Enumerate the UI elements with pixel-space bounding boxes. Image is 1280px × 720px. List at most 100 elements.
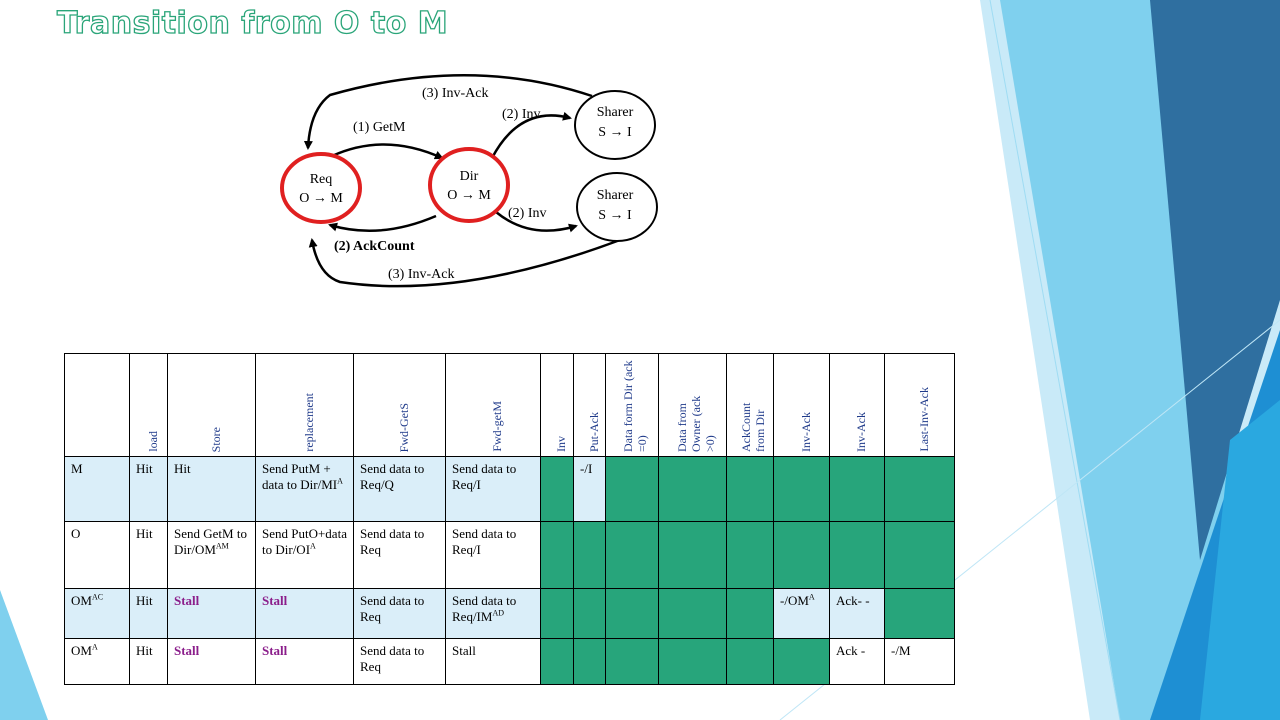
ackcount-cell [726, 521, 774, 589]
replacement-cell: Send PutM + data to Dir/MIA [255, 456, 354, 522]
inv-ack-2-cell [829, 521, 885, 589]
last-inv-ack-cell: -/M [884, 638, 955, 685]
node-dir-state: O → M [447, 188, 491, 203]
fwd-gets-cell: Send data to Req [353, 521, 446, 589]
load-cell: Hit [129, 588, 168, 639]
inv-cell [540, 456, 574, 522]
node-sharer-bottom-state: S → I [598, 208, 632, 223]
table-row: OMAC Hit Stall Stall Send data to Req Se… [64, 588, 955, 639]
node-dir-name: Dir [460, 169, 479, 184]
column-header: Inv-Ack [773, 353, 830, 457]
column-header: replacement [255, 353, 354, 457]
edge-label-inv-bottom: (2) Inv [508, 206, 547, 221]
store-cell: Stall [167, 638, 256, 685]
data-owner-cell [658, 521, 727, 589]
node-req-name: Req [310, 172, 333, 187]
data-dir-cell [605, 521, 659, 589]
protocol-table: load Store replacement Fwd-GetS Fwd-getM… [64, 353, 955, 685]
node-sharer-bottom [576, 172, 658, 242]
bg-shape-steel [1150, 0, 1280, 560]
store-cell: Stall [167, 588, 256, 639]
table-row: O Hit Send GetM to Dir/OMAM Send PutO+da… [64, 521, 955, 589]
bg-shape-sky [1000, 0, 1260, 720]
inv-cell [540, 588, 574, 639]
inv-ack-1-cell [773, 456, 830, 522]
edge-label-ackcount: (2) AckCount [334, 239, 415, 254]
fwd-gets-cell: Send data to Req [353, 588, 446, 639]
store-cell: Hit [167, 456, 256, 522]
fwd-gets-cell: Send data to Req [353, 638, 446, 685]
fwd-getm-cell: Send data to Req/I [445, 521, 541, 589]
inv-cell [540, 521, 574, 589]
fwd-gets-cell: Send data to Req/Q [353, 456, 446, 522]
node-req-state: O → M [299, 191, 343, 206]
put-ack-cell [573, 521, 606, 589]
table-header-row: load Store replacement Fwd-GetS Fwd-getM… [64, 353, 955, 457]
column-header: Fwd-getM [445, 353, 541, 457]
edge-label-inv-top: (2) Inv [502, 107, 541, 122]
last-inv-ack-cell [884, 456, 955, 522]
ackcount-cell [726, 588, 774, 639]
load-cell: Hit [129, 638, 168, 685]
ackcount-cell [726, 638, 774, 685]
fwd-getm-cell: Send data to Req/IMAD [445, 588, 541, 639]
edge-label-invack-bottom: (3) Inv-Ack [388, 267, 454, 282]
last-inv-ack-cell [884, 521, 955, 589]
bg-shape-corner [0, 590, 48, 720]
load-cell: Hit [129, 521, 168, 589]
replacement-cell: Send PutO+data to Dir/OIA [255, 521, 354, 589]
put-ack-cell: -/I [573, 456, 606, 522]
data-owner-cell [658, 638, 727, 685]
put-ack-cell [573, 588, 606, 639]
edge-label-invack-top: (3) Inv-Ack [422, 86, 488, 101]
table-row: M Hit Hit Send PutM + data to Dir/MIA Se… [64, 456, 955, 522]
data-owner-cell [658, 456, 727, 522]
replacement-cell: Stall [255, 588, 354, 639]
inv-ack-1-cell: -/OMA [773, 588, 830, 639]
column-header: Data from Owner (ack >0) [658, 353, 727, 457]
table-row: OMA Hit Stall Stall Send data to Req Sta… [64, 638, 955, 685]
data-dir-cell [605, 638, 659, 685]
load-cell: Hit [129, 456, 168, 522]
edge-ackcount [328, 214, 437, 233]
data-dir-cell [605, 588, 659, 639]
node-sharer-top [574, 90, 656, 160]
column-header: AckCount from Dir [726, 353, 774, 457]
column-header [64, 353, 130, 457]
state-cell: OMAC [64, 588, 130, 639]
edge-invack-bottom [308, 238, 621, 288]
column-header: Fwd-GetS [353, 353, 446, 457]
column-header: Put-Ack [573, 353, 606, 457]
node-sharer-bottom-name: Sharer [597, 188, 634, 203]
transition-diagram: Req O → M Dir O → M Sharer S → I Sharer … [280, 74, 658, 288]
node-req [280, 152, 362, 224]
node-sharer-top-state: S → I [598, 125, 632, 140]
inv-ack-1-cell [773, 638, 830, 685]
ackcount-cell [726, 456, 774, 522]
data-owner-cell [658, 588, 727, 639]
data-dir-cell [605, 456, 659, 522]
bg-shape-cyan [1200, 400, 1280, 720]
replacement-cell: Stall [255, 638, 354, 685]
state-cell: M [64, 456, 130, 522]
column-header: Data form Dir (ack =0) [605, 353, 659, 457]
state-cell: O [64, 521, 130, 589]
column-header: load [129, 353, 168, 457]
edge-getm [331, 143, 444, 160]
bg-line [989, 0, 1121, 720]
put-ack-cell [573, 638, 606, 685]
fwd-getm-cell: Stall [445, 638, 541, 685]
edge-inv-top [490, 111, 572, 159]
inv-ack-2-cell: Ack- - [829, 588, 885, 639]
inv-ack-2-cell [829, 456, 885, 522]
column-header: Inv [540, 353, 574, 457]
column-header: Store [167, 353, 256, 457]
fwd-getm-cell: Send data to Req/I [445, 456, 541, 522]
inv-ack-2-cell: Ack - [829, 638, 885, 685]
node-sharer-top-name: Sharer [597, 105, 634, 120]
edge-label-getm: (1) GetM [353, 120, 406, 135]
column-header: Inv-Ack [829, 353, 885, 457]
slide-title: Transition from O to M [56, 5, 449, 41]
edge-inv-bottom [495, 211, 578, 233]
